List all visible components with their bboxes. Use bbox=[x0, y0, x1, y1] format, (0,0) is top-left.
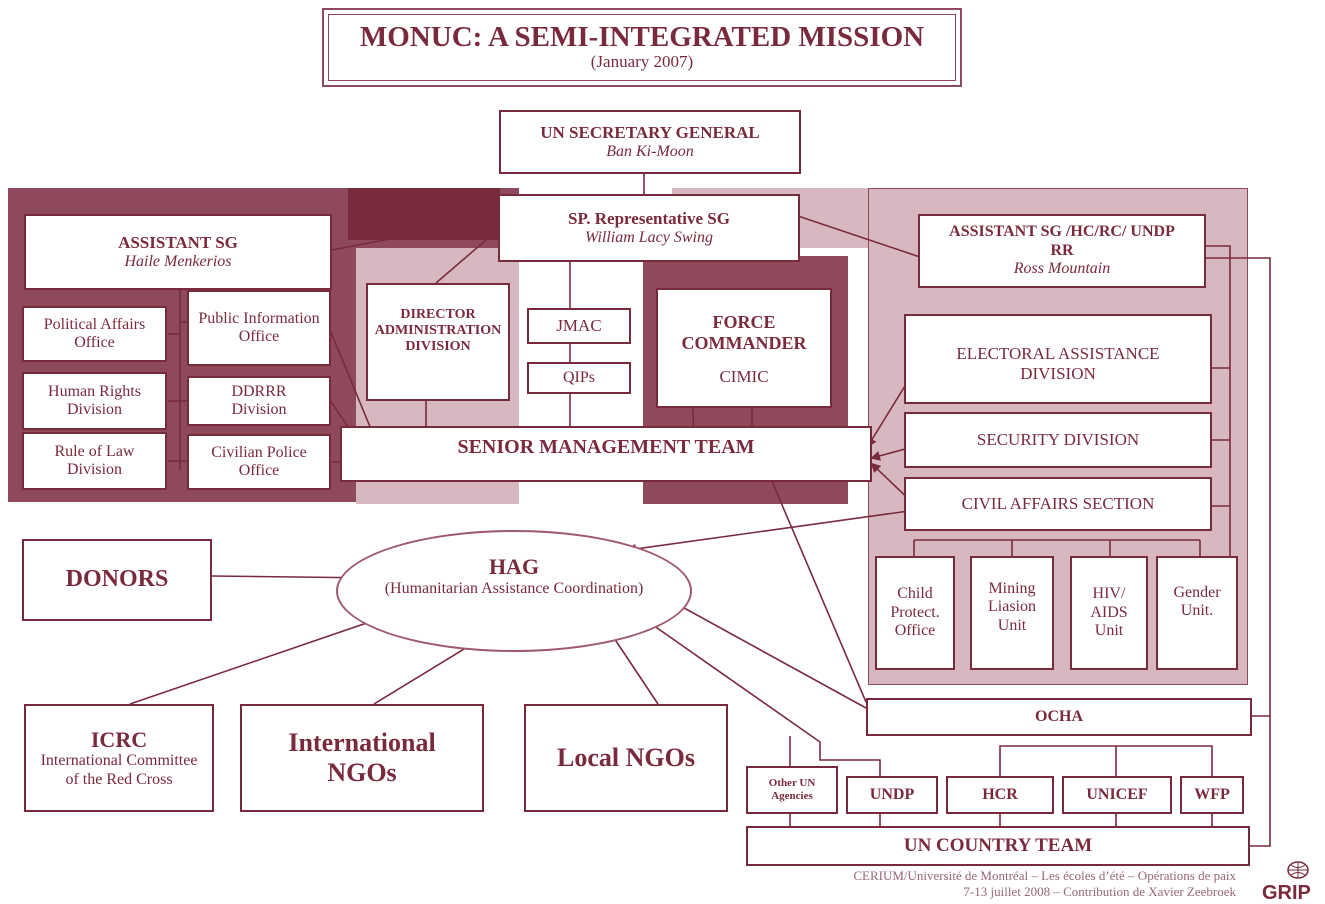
asg-right-title-line2: RR bbox=[1050, 241, 1074, 259]
footer-line-2: 7-13 juillet 2008 – Contribution de Xavi… bbox=[963, 883, 1236, 899]
asg-left-title: ASSISTANT SG bbox=[118, 233, 238, 253]
undp-label: UNDP bbox=[869, 785, 915, 803]
force-commander-box: FORCE COMMANDER CIMIC bbox=[656, 288, 832, 408]
unicef-box: UNICEF bbox=[1062, 776, 1172, 814]
electoral-assistance-label: ELECTORAL ASSISTANCE DIVISION bbox=[956, 344, 1160, 383]
ddrrr-label: DDRRR Division bbox=[231, 382, 287, 418]
public-information-label: Public Information Office bbox=[198, 309, 320, 345]
director-administration-box: DIRECTOR ADMINISTRATION DIVISION bbox=[366, 283, 510, 401]
jmac-label: JMAC bbox=[556, 316, 602, 336]
srsg-name: William Lacy Swing bbox=[585, 228, 713, 246]
other-un-agencies-box: Other UN Agencies bbox=[746, 766, 838, 814]
mining-liaison-box: Mining Liasion Unit bbox=[970, 556, 1054, 670]
grip-logo: GRIP bbox=[1262, 860, 1318, 904]
human-rights-box: Human Rights Division bbox=[22, 372, 167, 430]
ocha-box: OCHA bbox=[866, 698, 1252, 736]
donors-box: DONORS bbox=[22, 539, 212, 621]
hag-subtitle: (Humanitarian Assistance Coordination) bbox=[384, 580, 644, 597]
un-country-team-label: UN COUNTRY TEAM bbox=[903, 835, 1093, 857]
security-division-label: SECURITY DIVISION bbox=[976, 430, 1140, 450]
cimic-label: CIMIC bbox=[719, 367, 769, 387]
political-affairs-label: Political Affairs Office bbox=[43, 315, 146, 351]
diagram-title: MONUC: A SEMI-INTEGRATED MISSION bbox=[359, 21, 925, 54]
assistant-sg-right-box: ASSISTANT SG /HC/RC/ UNDP RR Ross Mounta… bbox=[918, 214, 1206, 288]
ocha-label: OCHA bbox=[1035, 707, 1083, 725]
assistant-sg-left-box: ASSISTANT SG Haile Menkerios bbox=[24, 214, 332, 290]
security-division-box: SECURITY DIVISION bbox=[904, 412, 1212, 468]
diagram-subtitle: (January 2007) bbox=[590, 52, 694, 72]
electoral-assistance-box: ELECTORAL ASSISTANCE DIVISION bbox=[904, 314, 1212, 404]
local-ngos-label: Local NGOs bbox=[557, 743, 695, 773]
left-region-top-band bbox=[348, 188, 500, 240]
civil-affairs-label: CIVIL AFFAIRS SECTION bbox=[961, 494, 1155, 514]
hcr-label: HCR bbox=[982, 785, 1018, 803]
hiv-aids-box: HIV/ AIDS Unit bbox=[1070, 556, 1148, 670]
title-inner-border bbox=[328, 14, 956, 81]
rule-of-law-box: Rule of Law Division bbox=[22, 432, 167, 490]
hcr-box: HCR bbox=[946, 776, 1054, 814]
senior-management-team-label: SENIOR MANAGEMENT TEAM bbox=[457, 436, 755, 458]
hag-ellipse: HAG (Humanitarian Assistance Coordinatio… bbox=[336, 530, 692, 652]
diagram-title-box: MONUC: A SEMI-INTEGRATED MISSION (Januar… bbox=[322, 8, 962, 87]
wfp-box: WFP bbox=[1180, 776, 1244, 814]
asg-left-name: Haile Menkerios bbox=[124, 252, 232, 270]
local-ngos-box: Local NGOs bbox=[524, 704, 728, 812]
child-protection-label: Child Protect. Office bbox=[890, 585, 940, 640]
public-information-box: Public Information Office bbox=[187, 290, 331, 366]
icrc-box: ICRC International Committee of the Red … bbox=[24, 704, 214, 812]
secretary-general-box: UN SECRETARY GENERAL Ban Ki-Moon bbox=[499, 110, 801, 174]
hiv-aids-label: HIV/ AIDS Unit bbox=[1090, 585, 1128, 640]
gender-unit-label: Gender Unit. bbox=[1173, 584, 1221, 620]
hag-title: HAG bbox=[488, 554, 540, 579]
footer-credit: CERIUM/Université de Montréal – Les écol… bbox=[700, 868, 1236, 899]
un-country-team-box: UN COUNTRY TEAM bbox=[746, 826, 1250, 866]
wfp-label: WFP bbox=[1194, 785, 1230, 803]
icrc-subtitle: International Committee of the Red Cross bbox=[40, 752, 198, 788]
asg-right-name: Ross Mountain bbox=[1013, 260, 1111, 278]
director-administration-label: DIRECTOR ADMINISTRATION DIVISION bbox=[374, 307, 502, 355]
grip-logo-text: GRIP bbox=[1262, 882, 1311, 904]
ddrrr-box: DDRRR Division bbox=[187, 376, 331, 426]
civilian-police-label: Civilian Police Office bbox=[211, 443, 307, 479]
child-protection-box: Child Protect. Office bbox=[875, 556, 955, 670]
srsg-title: SP. Representative SG bbox=[568, 209, 730, 229]
mining-liaison-label: Mining Liasion Unit bbox=[988, 580, 1036, 634]
special-representative-box: SP. Representative SG William Lacy Swing bbox=[498, 194, 800, 262]
unicef-label: UNICEF bbox=[1086, 785, 1148, 803]
undp-box: UNDP bbox=[846, 776, 938, 814]
globe-icon bbox=[1287, 861, 1309, 879]
gender-unit-box: Gender Unit. bbox=[1156, 556, 1238, 670]
other-un-agencies-label: Other UN Agencies bbox=[768, 777, 816, 802]
qips-box: QIPs bbox=[527, 362, 631, 394]
sg-title: UN SECRETARY GENERAL bbox=[540, 123, 760, 143]
footer-line-1: CERIUM/Université de Montréal – Les écol… bbox=[853, 868, 1236, 883]
political-affairs-box: Political Affairs Office bbox=[22, 306, 167, 362]
donors-label: DONORS bbox=[65, 566, 169, 593]
jmac-box: JMAC bbox=[527, 308, 631, 344]
civilian-police-box: Civilian Police Office bbox=[187, 434, 331, 490]
human-rights-label: Human Rights Division bbox=[48, 382, 141, 418]
rule-of-law-label: Rule of Law Division bbox=[54, 442, 135, 478]
international-ngos-label: International NGOs bbox=[288, 728, 436, 787]
force-commander-title: FORCE COMMANDER bbox=[681, 312, 807, 353]
sg-name: Ban Ki-Moon bbox=[606, 142, 694, 160]
international-ngos-box: International NGOs bbox=[240, 704, 484, 812]
civil-affairs-box: CIVIL AFFAIRS SECTION bbox=[904, 477, 1212, 531]
senior-management-team-box: SENIOR MANAGEMENT TEAM bbox=[340, 426, 872, 482]
qips-label: QIPs bbox=[562, 368, 595, 386]
icrc-title: ICRC bbox=[90, 726, 148, 752]
asg-right-title-line1: ASSISTANT SG /HC/RC/ UNDP bbox=[949, 223, 1175, 241]
